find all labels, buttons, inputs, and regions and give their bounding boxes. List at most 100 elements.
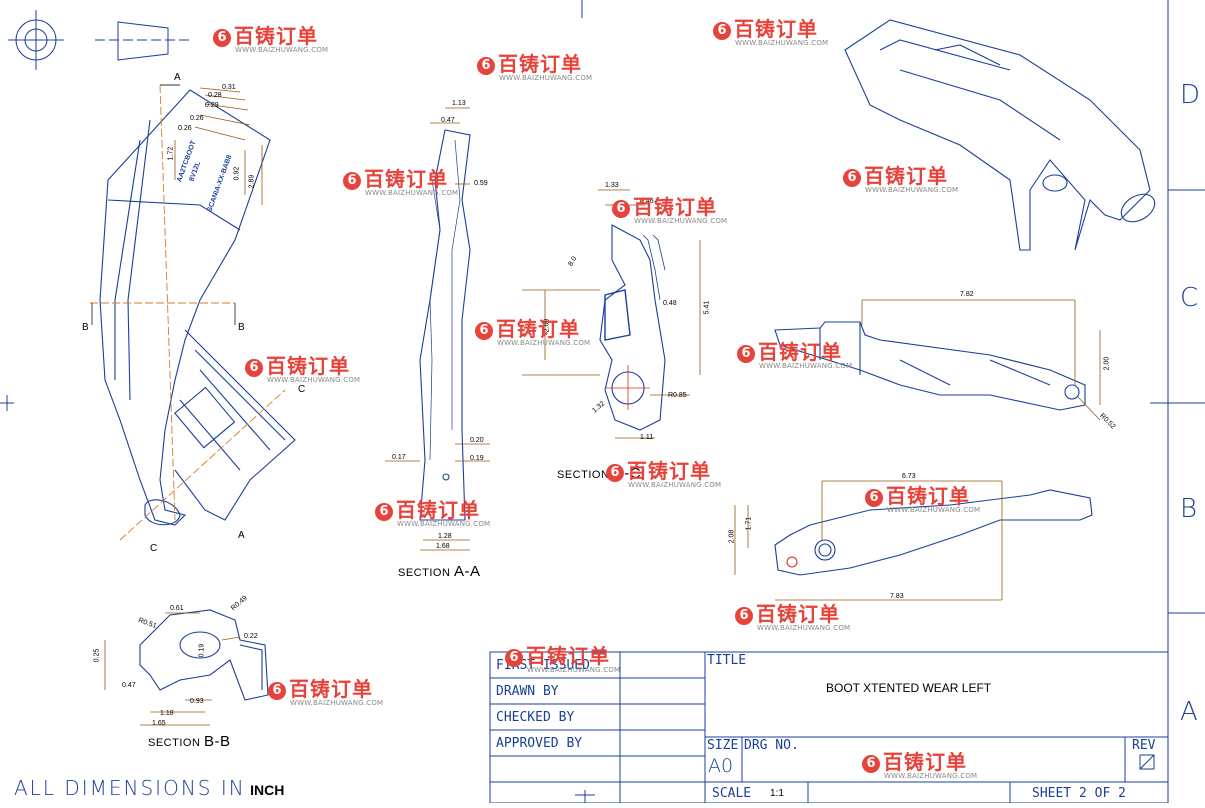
section-cc bbox=[599, 224, 666, 431]
zone-letter-d: D bbox=[1180, 80, 1201, 110]
watermark-logo-icon: 6 bbox=[475, 322, 493, 340]
title-block-drg-label: DRG NO. bbox=[744, 738, 799, 753]
title-block-title-label: TITLE bbox=[707, 653, 747, 668]
zone-letter-b: B bbox=[1180, 494, 1198, 524]
title-block-drawn-by: DRAWN BY bbox=[496, 684, 559, 699]
dim-bb-9: 0.19 bbox=[198, 643, 206, 658]
watermark-logo-icon: 6 bbox=[375, 503, 393, 521]
watermark-logo-icon: 6 bbox=[862, 755, 880, 773]
zone-letter-c: C bbox=[1180, 283, 1199, 313]
dim-cc-1: 0.46 bbox=[640, 198, 654, 205]
watermark-logo-icon: 6 bbox=[713, 22, 731, 40]
cut-label-c-top: C bbox=[298, 384, 306, 395]
section-bb-caption: SECTION B-B bbox=[148, 733, 231, 750]
watermark-logo-icon: 6 bbox=[612, 200, 630, 218]
watermark-logo-icon: 6 bbox=[737, 345, 755, 363]
side-view bbox=[774, 321, 1086, 411]
section-bb bbox=[139, 609, 269, 701]
zone-letter-a: A bbox=[1180, 697, 1198, 727]
cut-label-a-top: A bbox=[174, 72, 181, 83]
dim-cc-7: 1.11 bbox=[640, 434, 654, 441]
dim-front-6: 0.92 bbox=[233, 166, 241, 181]
dim-bb-3: 0.22 bbox=[244, 633, 258, 640]
section-aa-dims bbox=[385, 107, 490, 551]
dim-side-1: 2.00 bbox=[1103, 356, 1111, 371]
watermark-logo-icon: 6 bbox=[213, 29, 231, 47]
dim-aa-1: 0.47 bbox=[441, 117, 455, 124]
dim-aa-6: 1.28 bbox=[438, 533, 452, 540]
title-block-frame bbox=[489, 651, 1169, 804]
section-aa bbox=[419, 129, 471, 521]
watermark-logo-icon: 6 bbox=[268, 682, 286, 700]
side-view-dims bbox=[861, 299, 1101, 421]
dim-cc-4: 0.48 bbox=[663, 300, 677, 307]
units-note-prefix: ALL DIMENSIONS IN bbox=[14, 776, 246, 800]
front-view bbox=[99, 89, 296, 526]
watermark-logo-icon: 6 bbox=[505, 649, 523, 667]
title-block-size-label: SIZE bbox=[707, 738, 739, 753]
cut-label-b-left: B bbox=[82, 322, 89, 333]
dim-bb-6: 1.18 bbox=[160, 710, 174, 717]
dim-front-5: 1.72 bbox=[167, 146, 175, 161]
dim-bottom-2: 1.71 bbox=[745, 516, 753, 531]
dim-bb-0: 0.61 bbox=[170, 605, 184, 612]
front-view-dims bbox=[174, 87, 263, 205]
units-note-unit: INCH bbox=[250, 782, 285, 798]
dim-front-1: 0.28 bbox=[208, 92, 222, 99]
iso-view bbox=[844, 19, 1156, 251]
front-view-cutlines bbox=[90, 84, 286, 541]
bottom-view-dims bbox=[734, 480, 1003, 601]
title-block-approved-by: APPROVED BY bbox=[496, 736, 583, 751]
dim-aa-7: 1.68 bbox=[436, 543, 450, 550]
section-bb-dims bbox=[104, 612, 241, 726]
units-note: ALL DIMENSIONS IN INCH bbox=[14, 776, 284, 800]
dim-cc-0: 1.33 bbox=[605, 182, 619, 189]
dim-bottom-0: 6.73 bbox=[902, 473, 916, 480]
dim-bb-5: 0.47 bbox=[122, 682, 136, 689]
title-block-title-value: BOOT XTENTED WEAR LEFT bbox=[826, 681, 992, 695]
dim-aa-5: 0.19 bbox=[470, 455, 484, 462]
watermark-logo-icon: 6 bbox=[245, 359, 263, 377]
watermark-logo-icon: 6 bbox=[343, 172, 361, 190]
dim-bb-8: 0.93 bbox=[190, 698, 204, 705]
section-cc-dims bbox=[522, 189, 701, 439]
dim-bb-4: 0.25 bbox=[93, 648, 101, 663]
dim-side-0: 7.82 bbox=[960, 291, 974, 298]
watermark-logo-icon: 6 bbox=[843, 169, 861, 187]
dim-aa-4: 0.20 bbox=[470, 437, 484, 444]
dim-cc-5: R0.85 bbox=[668, 392, 687, 399]
dim-aa-0: 1.13 bbox=[452, 100, 466, 107]
watermark-logo-icon: 6 bbox=[865, 489, 883, 507]
dim-front-4: 0.26 bbox=[178, 125, 192, 132]
dim-bottom-1: 2.08 bbox=[728, 529, 736, 544]
dim-front-3: 0.26 bbox=[190, 115, 204, 122]
bottom-view bbox=[774, 489, 1093, 576]
cut-label-b-right: B bbox=[238, 322, 245, 333]
dim-front-0: 0.31 bbox=[222, 84, 236, 91]
cut-label-c-bottom: C bbox=[150, 543, 158, 554]
title-block-sheet: SHEET 2 OF 2 bbox=[1032, 786, 1126, 801]
dim-bb-7: 1.65 bbox=[152, 720, 166, 727]
dim-bottom-3: 7.83 bbox=[890, 593, 904, 600]
watermark-logo-icon: 6 bbox=[606, 464, 624, 482]
dim-front-2: 0.29 bbox=[205, 102, 219, 109]
section-aa-caption: SECTION A-A bbox=[398, 563, 481, 580]
title-block-size-value: A0 bbox=[708, 755, 734, 777]
title-block-checked-by: CHECKED BY bbox=[496, 710, 575, 725]
dim-cc-3: 5.41 bbox=[703, 300, 711, 315]
